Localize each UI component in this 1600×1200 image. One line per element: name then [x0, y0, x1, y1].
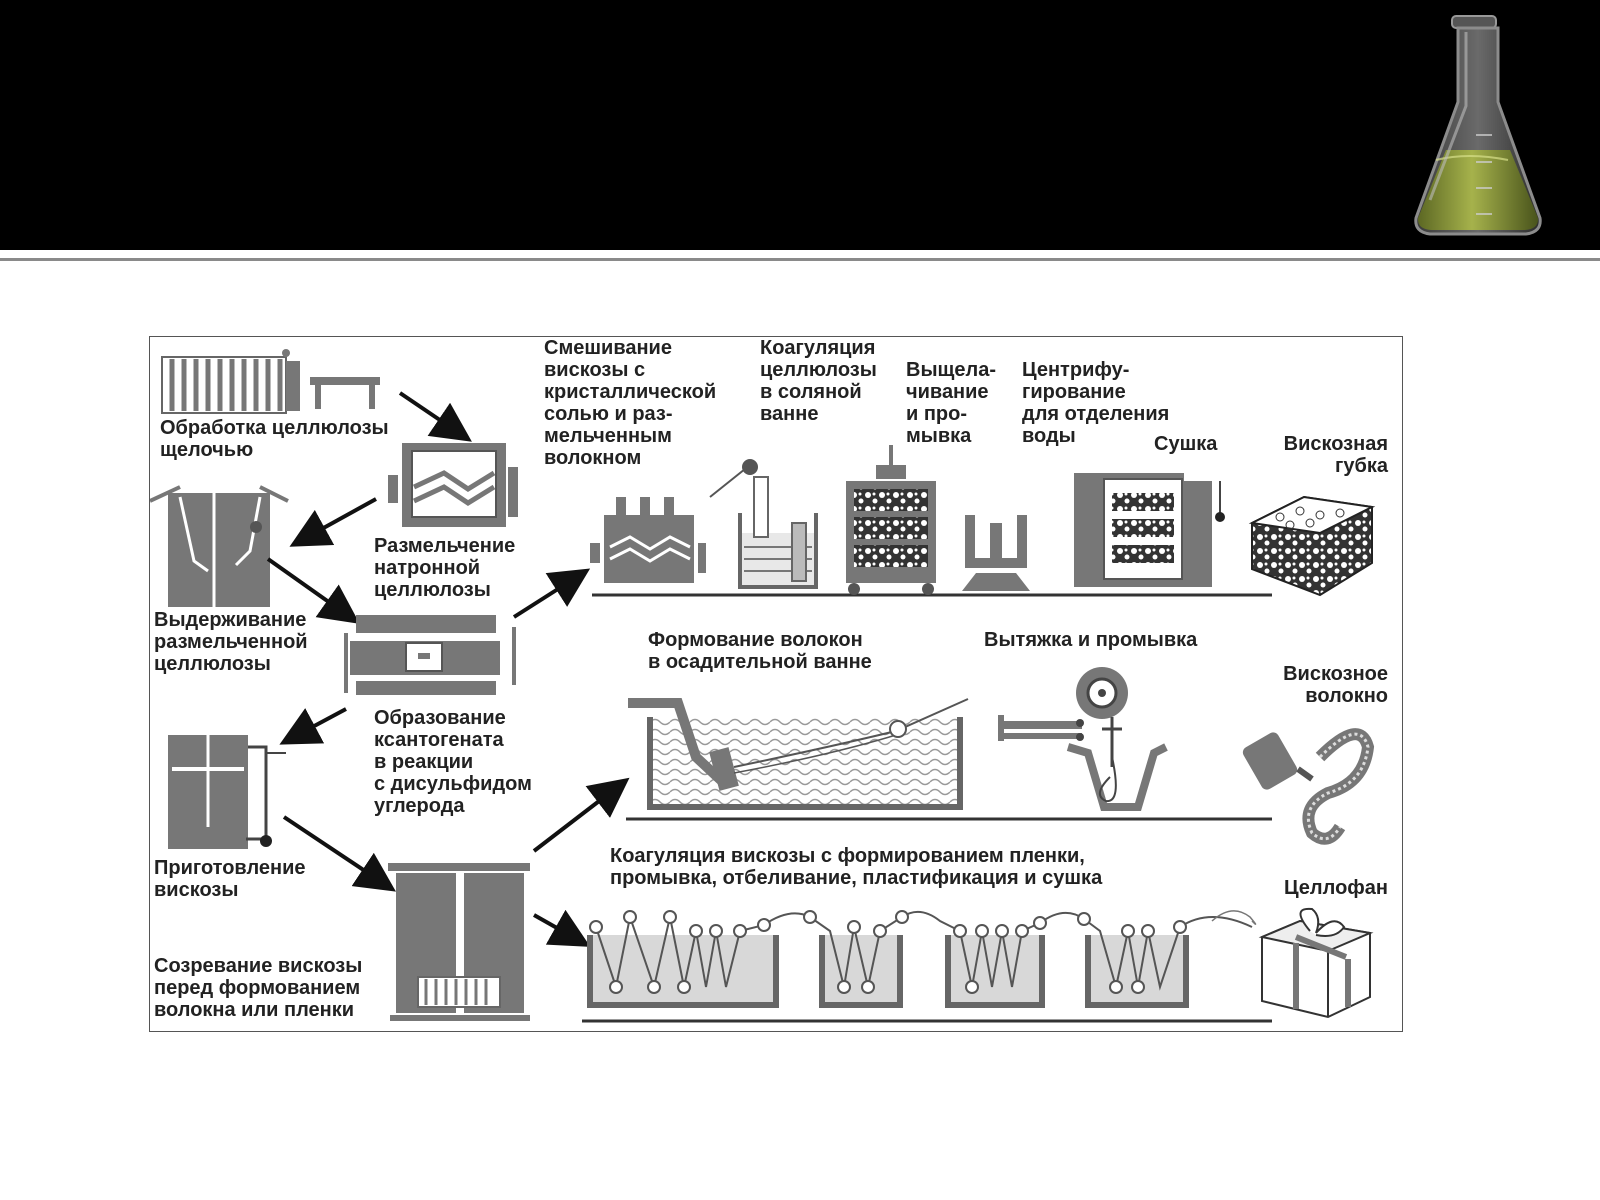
- mixer-equipment: [590, 497, 706, 583]
- viscose-fiber-product: [1242, 728, 1375, 845]
- xanthate-reactor: [344, 615, 516, 695]
- alkali-treatment-machine: [161, 349, 380, 414]
- cellophane-gift-product: [1211, 907, 1374, 1019]
- label-viscose-prep: Приготовление вискозы: [154, 857, 306, 901]
- header-rule-white: [0, 251, 1600, 255]
- label-drying: Сушка: [1154, 433, 1218, 455]
- label-xanthate: Образование ксантогената в реакции с дис…: [374, 707, 532, 817]
- viscose-process-diagram: Обработка целлюлозы щелочью Размельчение…: [149, 336, 1403, 1032]
- label-centrifuge: Центрифу- гирование для отделения воды: [1022, 359, 1170, 447]
- label-mixing: Смешивание вискозы с кристаллической сол…: [544, 337, 717, 469]
- label-spinning: Формование волокон в осадительной ванне: [648, 629, 872, 673]
- ripening-vessels: [388, 863, 530, 1021]
- label-coagulation-salt: Коагуляция целлюлозы в соляной ванне: [760, 337, 877, 425]
- drying-chamber: [1074, 473, 1225, 587]
- leaching-cabinet: [846, 445, 936, 595]
- label-cellophane: Целлофан: [1283, 877, 1388, 899]
- process-drawing: [150, 349, 1376, 1023]
- viscose-prep-tank: [168, 725, 286, 849]
- label-fiber: Вискозное волокно: [1283, 663, 1388, 707]
- header-rule-gray: [0, 258, 1600, 261]
- label-aging: Выдерживание размельченной целлюлозы: [154, 609, 308, 675]
- label-film: Коагуляция вискозы с формированием пленк…: [610, 845, 1103, 889]
- slide-header: [0, 0, 1600, 250]
- grinding-machine: [388, 443, 518, 527]
- label-alkali: Обработка целлюлозы щелочью: [160, 417, 389, 461]
- centrifuge: [962, 515, 1030, 591]
- label-sponge: Вискозная губка: [1283, 433, 1388, 477]
- aging-vessel: [150, 485, 289, 607]
- spinning-bath: [628, 698, 969, 810]
- viscose-sponge-product: [1248, 495, 1376, 597]
- film-baths: [587, 910, 1253, 1008]
- salt-bath-equipment: [709, 459, 818, 589]
- stretching-equipment: [998, 667, 1168, 811]
- erlenmeyer-flask-icon: [1414, 15, 1542, 236]
- label-grinding: Размельчение натронной целлюлозы: [374, 535, 516, 601]
- label-stretching: Вытяжка и промывка: [984, 629, 1198, 651]
- label-ripening: Созревание вискозы перед формованием вол…: [154, 955, 363, 1021]
- label-leaching: Выщела- чивание и про- мывка: [906, 359, 997, 447]
